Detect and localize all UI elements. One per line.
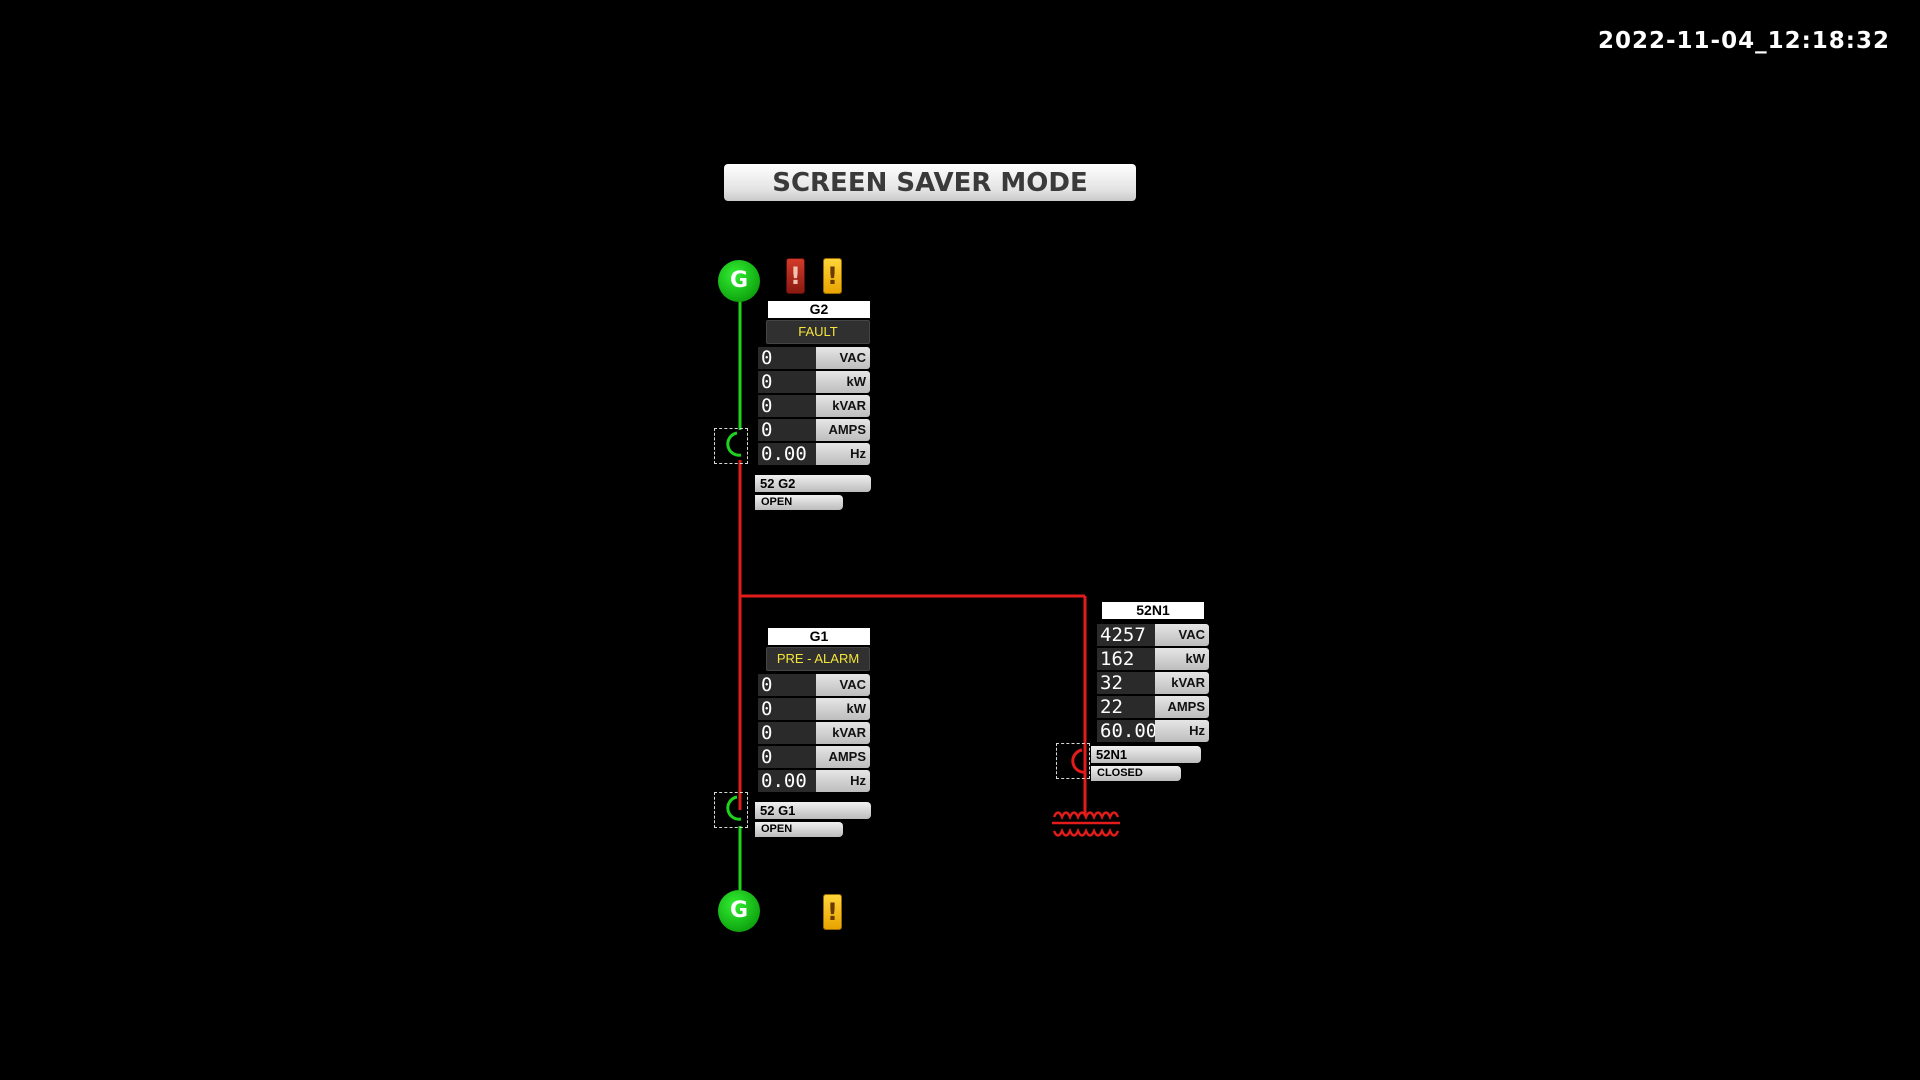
meter-value: 0	[758, 698, 816, 720]
utility-breaker-toggle[interactable]	[1056, 743, 1090, 779]
g2-meter-amps: 0 AMPS	[758, 419, 870, 441]
meter-value: 22	[1097, 696, 1155, 718]
utility-meter-kw: 162 kW	[1097, 648, 1209, 670]
screen-saver-banner[interactable]: SCREEN SAVER MODE	[724, 164, 1136, 201]
g1-meter-kvar: 0 kVAR	[758, 722, 870, 744]
g1-meter-kw: 0 kW	[758, 698, 870, 720]
g2-breaker-arc-icon	[726, 431, 742, 457]
transformer-icon	[1052, 811, 1120, 837]
meter-unit: AMPS	[1155, 696, 1209, 718]
meter-unit: kVAR	[816, 722, 870, 744]
g1-breaker-arc-icon	[726, 795, 742, 821]
g1-meter-amps: 0 AMPS	[758, 746, 870, 768]
meter-value: 4257	[1097, 624, 1155, 646]
utility-meter-hz: 60.00 Hz	[1097, 720, 1209, 742]
meter-unit: kW	[816, 698, 870, 720]
meter-unit: Hz	[816, 443, 870, 465]
meter-unit: kVAR	[816, 395, 870, 417]
meter-value: 0	[758, 395, 816, 417]
meter-value: 0	[758, 371, 816, 393]
utility-name-label: 52N1	[1102, 602, 1204, 619]
generator-g2-icon[interactable]: G	[718, 260, 760, 302]
meter-unit: VAC	[1155, 624, 1209, 646]
meter-value: 0	[758, 347, 816, 369]
g2-name-label: G2	[768, 301, 870, 318]
meter-value: 0	[758, 419, 816, 441]
g2-breaker-state: OPEN	[755, 495, 843, 510]
g1-breaker-name: 52 G1	[755, 802, 871, 819]
meter-value: 0.00	[758, 443, 816, 465]
meter-value: 32	[1097, 672, 1155, 694]
g1-meter-vac: 0 VAC	[758, 674, 870, 696]
alarm-red-icon[interactable]: !	[786, 258, 805, 294]
g2-meter-kvar: 0 kVAR	[758, 395, 870, 417]
meter-value: 0	[758, 746, 816, 768]
meter-unit: kW	[816, 371, 870, 393]
meter-unit: kVAR	[1155, 672, 1209, 694]
g1-breaker-state: OPEN	[755, 822, 843, 837]
g1-name-label: G1	[768, 628, 870, 645]
meter-unit: Hz	[816, 770, 870, 792]
g2-meter-hz: 0.00 Hz	[758, 443, 870, 465]
g2-meter-kw: 0 kW	[758, 371, 870, 393]
alarm-yellow-icon[interactable]: !	[823, 258, 842, 294]
meter-unit: AMPS	[816, 746, 870, 768]
utility-breaker-name: 52N1	[1091, 746, 1201, 763]
utility-meter-vac: 4257 VAC	[1097, 624, 1209, 646]
g2-breaker-name: 52 G2	[755, 475, 871, 492]
meter-unit: kW	[1155, 648, 1209, 670]
g2-breaker-toggle[interactable]	[714, 428, 748, 464]
meter-unit: VAC	[816, 674, 870, 696]
meter-unit: Hz	[1155, 720, 1209, 742]
utility-breaker-state: CLOSED	[1091, 766, 1181, 781]
meter-unit: AMPS	[816, 419, 870, 441]
utility-meter-kvar: 32 kVAR	[1097, 672, 1209, 694]
meter-value: 0.00	[758, 770, 816, 792]
meter-value: 60.00	[1097, 720, 1157, 742]
meter-value: 162	[1097, 648, 1155, 670]
utility-meter-amps: 22 AMPS	[1097, 696, 1209, 718]
g1-status-badge: PRE - ALARM	[766, 647, 870, 671]
g2-status-badge: FAULT	[766, 320, 870, 344]
meter-value: 0	[758, 674, 816, 696]
utility-breaker-arc-icon	[1071, 748, 1087, 774]
g2-meter-vac: 0 VAC	[758, 347, 870, 369]
meter-value: 0	[758, 722, 816, 744]
g1-meter-hz: 0.00 Hz	[758, 770, 870, 792]
timestamp: 2022-11-04_12:18:32	[1597, 28, 1890, 54]
g1-breaker-toggle[interactable]	[714, 792, 748, 828]
generator-g1-icon[interactable]: G	[718, 890, 760, 932]
alarm-yellow-icon[interactable]: !	[823, 894, 842, 930]
meter-unit: VAC	[816, 347, 870, 369]
